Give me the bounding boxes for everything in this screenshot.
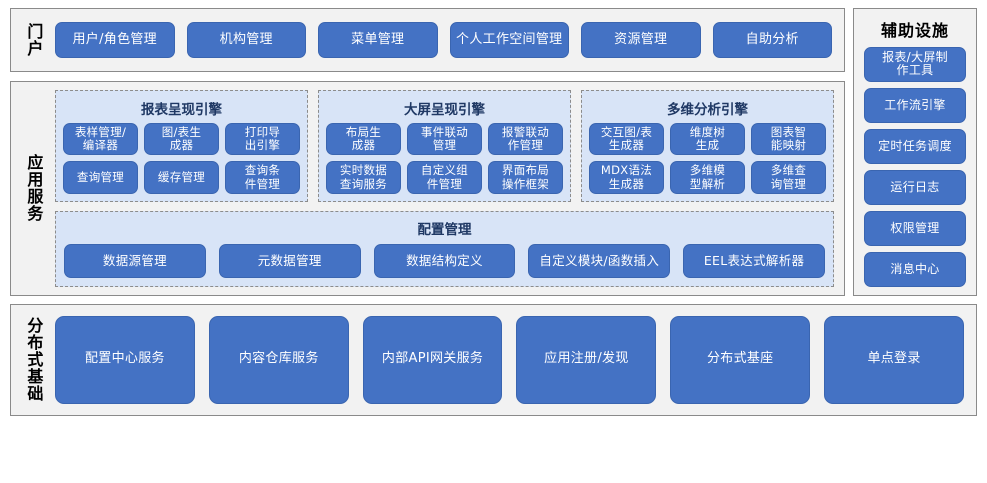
node-template-mgmt-compiler[interactable]: 表样管理/ 编译器 [63,123,138,156]
portal-node-org-mgmt[interactable]: 机构管理 [186,22,306,58]
node-ui-layout-operation-framework[interactable]: 界面布局 操作框架 [488,161,563,194]
aux-node-report-bigscreen-authoring-tool[interactable]: 报表/大屏制 作工具 [864,47,966,82]
engine-bigscreen-rendering-title: 大屏呈现引擎 [404,102,485,118]
node-query-mgmt[interactable]: 查询管理 [63,161,138,194]
node-multidim-query-mgmt[interactable]: 多维查 询管理 [751,161,826,194]
node-eel-expression-parser[interactable]: EEL表达式解析器 [683,243,825,278]
aux-node-scheduled-task-scheduler[interactable]: 定时任务调度 [864,128,966,164]
node-event-linkage-mgmt[interactable]: 事件联动 管理 [407,123,482,156]
engine-multidimensional-analysis-items: 交互图/表 生成器 维度树 生成 图表智 能映射 MDX语法 生成器 多维模 型… [589,123,826,194]
config-management-group: 配置管理 数据源管理 元数据管理 数据结构定义 自定义模块/函数插入 EEL表达… [55,210,834,287]
distributed-foundation-node-list: 配置中心服务 内容仓库服务 内部API网关服务 应用注册/发现 分布式基座 单点… [55,305,976,415]
portal-node-menu-mgmt[interactable]: 菜单管理 [318,22,438,58]
engine-multidimensional-analysis-title: 多维分析引擎 [667,102,748,118]
engine-multidimensional-analysis: 多维分析引擎 交互图/表 生成器 维度树 生成 图表智 能映射 MDX语法 生成… [581,90,834,202]
portal-node-self-service-analysis[interactable]: 自助分析 [712,22,832,58]
config-management-items: 数据源管理 元数据管理 数据结构定义 自定义模块/函数插入 EEL表达式解析器 [64,243,825,278]
dist-node-single-sign-on[interactable]: 单点登录 [824,315,964,404]
dist-node-config-center-service[interactable]: 配置中心服务 [55,315,195,404]
config-management-title: 配置管理 [417,221,472,238]
node-chart-table-generator[interactable]: 图/表生 成器 [144,123,219,156]
portal-node-resource-mgmt[interactable]: 资源管理 [581,22,701,58]
node-realtime-data-query-service[interactable]: 实时数据 查询服务 [326,161,401,194]
auxiliary-facilities-list: 报表/大屏制 作工具 工作流引擎 定时任务调度 运行日志 权限管理 消息中心 [864,47,966,287]
distributed-foundation-section: 分布式基础 配置中心服务 内容仓库服务 内部API网关服务 应用注册/发现 分布… [10,303,977,416]
aux-node-runtime-log[interactable]: 运行日志 [864,169,966,205]
dist-node-content-repository-service[interactable]: 内容仓库服务 [208,315,349,404]
aux-node-message-center[interactable]: 消息中心 [864,251,966,287]
portal-section: 门户 用户/角色管理 机构管理 菜单管理 个人工作空间管理 资源管理 自助分析 [10,8,845,72]
node-metadata-mgmt[interactable]: 元数据管理 [218,243,361,278]
node-datasource-mgmt[interactable]: 数据源管理 [64,243,206,278]
node-alarm-linkage-action-mgmt[interactable]: 报警联动 作管理 [488,123,563,156]
engine-bigscreen-rendering-items: 布局生 成器 事件联动 管理 报警联动 作管理 实时数据 查询服务 自定义组 件… [326,123,563,194]
portal-node-personal-workspace-mgmt[interactable]: 个人工作空间管理 [449,22,569,58]
dist-node-app-registration-discovery[interactable]: 应用注册/发现 [516,315,657,404]
node-layout-generator[interactable]: 布局生 成器 [326,123,401,156]
engine-report-rendering-items: 表样管理/ 编译器 图/表生 成器 打印导 出引擎 查询管理 缓存管理 查询条 … [63,123,300,194]
engine-report-rendering-title: 报表呈现引擎 [141,102,222,118]
node-dimension-tree-generation[interactable]: 维度树 生成 [670,123,745,156]
auxiliary-facilities-title: 辅助设施 [880,21,949,40]
engine-report-rendering: 报表呈现引擎 表样管理/ 编译器 图/表生 成器 打印导 出引擎 查询管理 缓存… [55,90,308,202]
aux-node-permission-mgmt[interactable]: 权限管理 [864,210,966,246]
node-custom-component-mgmt[interactable]: 自定义组 件管理 [407,161,482,194]
distributed-foundation-section-label: 分布式基础 [24,317,44,403]
top-area: 门户 用户/角色管理 机构管理 菜单管理 个人工作空间管理 资源管理 自助分析 … [10,8,977,296]
node-query-condition-mgmt[interactable]: 查询条 件管理 [225,161,300,194]
node-mdx-syntax-generator[interactable]: MDX语法 生成器 [589,161,664,194]
left-stack: 门户 用户/角色管理 机构管理 菜单管理 个人工作空间管理 资源管理 自助分析 … [10,8,845,296]
aux-node-workflow-engine[interactable]: 工作流引擎 [864,87,966,123]
dist-node-internal-api-gateway-service[interactable]: 内部API网关服务 [362,315,503,404]
node-cache-mgmt[interactable]: 缓存管理 [144,161,219,194]
engine-bigscreen-rendering: 大屏呈现引擎 布局生 成器 事件联动 管理 报警联动 作管理 实时数据 查询服务… [318,90,571,202]
node-print-export-engine[interactable]: 打印导 出引擎 [225,123,300,156]
portal-section-label: 门户 [24,23,44,57]
application-service-section-label: 应用服务 [24,154,44,223]
dist-node-distributed-base[interactable]: 分布式基座 [670,315,811,404]
auxiliary-facilities-section: 辅助设施 报表/大屏制 作工具 工作流引擎 定时任务调度 运行日志 权限管理 消… [853,8,977,296]
application-service-section: 应用服务 报表呈现引擎 表样管理/ 编译器 图/表生 成器 打印导 出引擎 查询… [10,81,845,296]
portal-node-user-role-mgmt[interactable]: 用户/角色管理 [55,22,175,58]
application-service-body: 报表呈现引擎 表样管理/ 编译器 图/表生 成器 打印导 出引擎 查询管理 缓存… [55,82,844,295]
node-chart-smart-mapping[interactable]: 图表智 能映射 [751,123,826,156]
portal-node-list: 用户/角色管理 机构管理 菜单管理 个人工作空间管理 资源管理 自助分析 [55,9,844,71]
node-multidim-model-parsing[interactable]: 多维模 型解析 [670,161,745,194]
node-custom-module-function-insert[interactable]: 自定义模块/函数插入 [528,243,671,278]
engine-group-list: 报表呈现引擎 表样管理/ 编译器 图/表生 成器 打印导 出引擎 查询管理 缓存… [55,90,834,202]
node-data-structure-definition[interactable]: 数据结构定义 [373,243,516,278]
node-interactive-chart-table-generator[interactable]: 交互图/表 生成器 [589,123,664,156]
